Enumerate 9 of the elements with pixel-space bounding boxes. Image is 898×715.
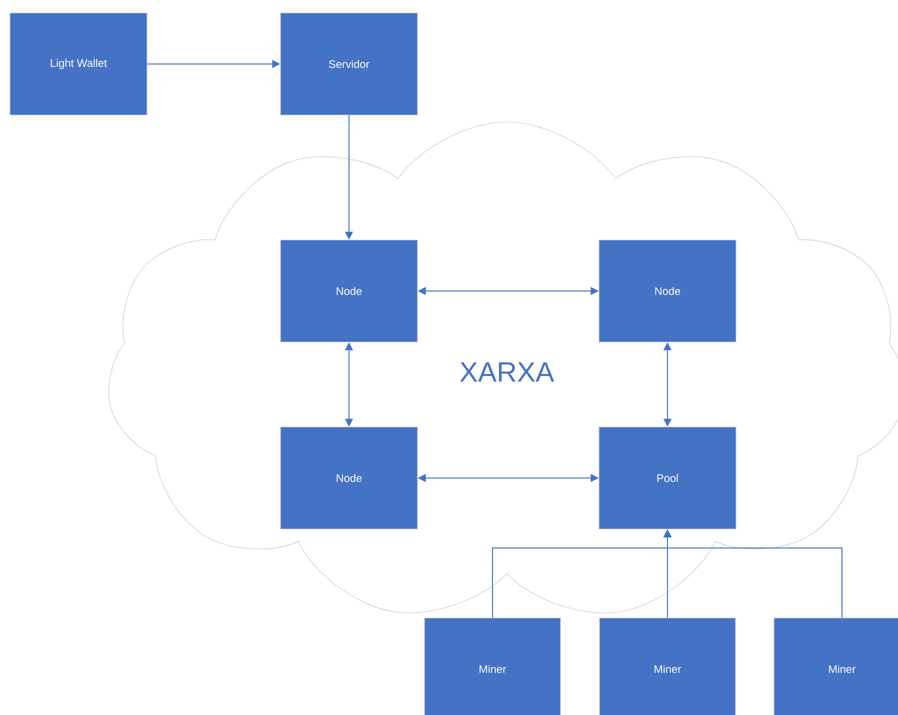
process-box: Node <box>280 426 418 530</box>
process-box: Miner <box>599 618 736 715</box>
process-box: Pool <box>598 426 736 530</box>
process-box: Servidor <box>280 12 418 116</box>
process-box: Miner <box>774 618 898 715</box>
process-box: Miner <box>424 618 561 715</box>
process-box: Node <box>280 240 418 342</box>
process-box: Node <box>598 240 736 342</box>
process-box: Light Wallet <box>10 12 148 116</box>
